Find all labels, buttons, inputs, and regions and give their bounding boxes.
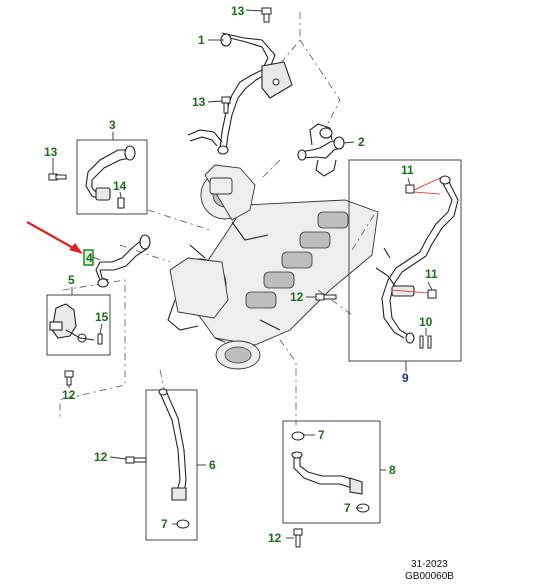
callout-11-top: 11 <box>401 163 414 177</box>
part-4-hose <box>83 234 151 288</box>
callout-2: 2 <box>358 135 365 149</box>
callout-12-bottom: 12 <box>268 531 282 545</box>
callout-13-mid: 13 <box>192 95 206 109</box>
callout-9: 9 <box>402 371 409 385</box>
callout-labels: 13 1 13 3 2 13 14 11 4 5 11 12 15 10 12 … <box>44 4 438 545</box>
part-9-group <box>315 159 462 362</box>
callout-7-box8-lower: 7 <box>344 501 351 515</box>
footer-date: 31-2023 <box>411 559 448 570</box>
callout-8: 8 <box>389 463 396 477</box>
engine-assembly <box>167 164 379 370</box>
callout-10: 10 <box>419 315 433 329</box>
callout-13-left: 13 <box>44 145 58 159</box>
callout-12-box6: 12 <box>94 450 108 464</box>
callout-1: 1 <box>198 33 205 47</box>
callout-14: 14 <box>113 179 127 193</box>
assembly-guide-lines <box>59 12 375 425</box>
callout-6: 6 <box>209 458 216 472</box>
callout-15: 15 <box>95 310 109 324</box>
callout-12-left: 12 <box>62 388 76 402</box>
part-3-group <box>48 139 148 215</box>
red-arrow-indicator <box>26 221 83 254</box>
callout-7-box6: 7 <box>161 517 168 531</box>
callout-13-top: 13 <box>231 4 245 18</box>
footer-code: GB00060B <box>405 571 454 582</box>
part-5-group <box>46 294 111 386</box>
callout-leaders <box>52 9 433 539</box>
part-8-group <box>282 420 381 548</box>
highlighted-clip <box>83 249 94 266</box>
callout-7-box8: 7 <box>318 428 325 442</box>
callout-12-right: 12 <box>290 290 304 304</box>
part-1-coolant-pipe <box>187 7 293 155</box>
callout-4: 4 <box>86 251 93 265</box>
callout-3: 3 <box>109 118 116 132</box>
diagram-footer: 31-2023 GB00060B <box>405 559 454 582</box>
callout-11-bottom: 11 <box>425 267 438 281</box>
callout-5: 5 <box>68 273 75 287</box>
part-2-hose <box>297 123 345 177</box>
